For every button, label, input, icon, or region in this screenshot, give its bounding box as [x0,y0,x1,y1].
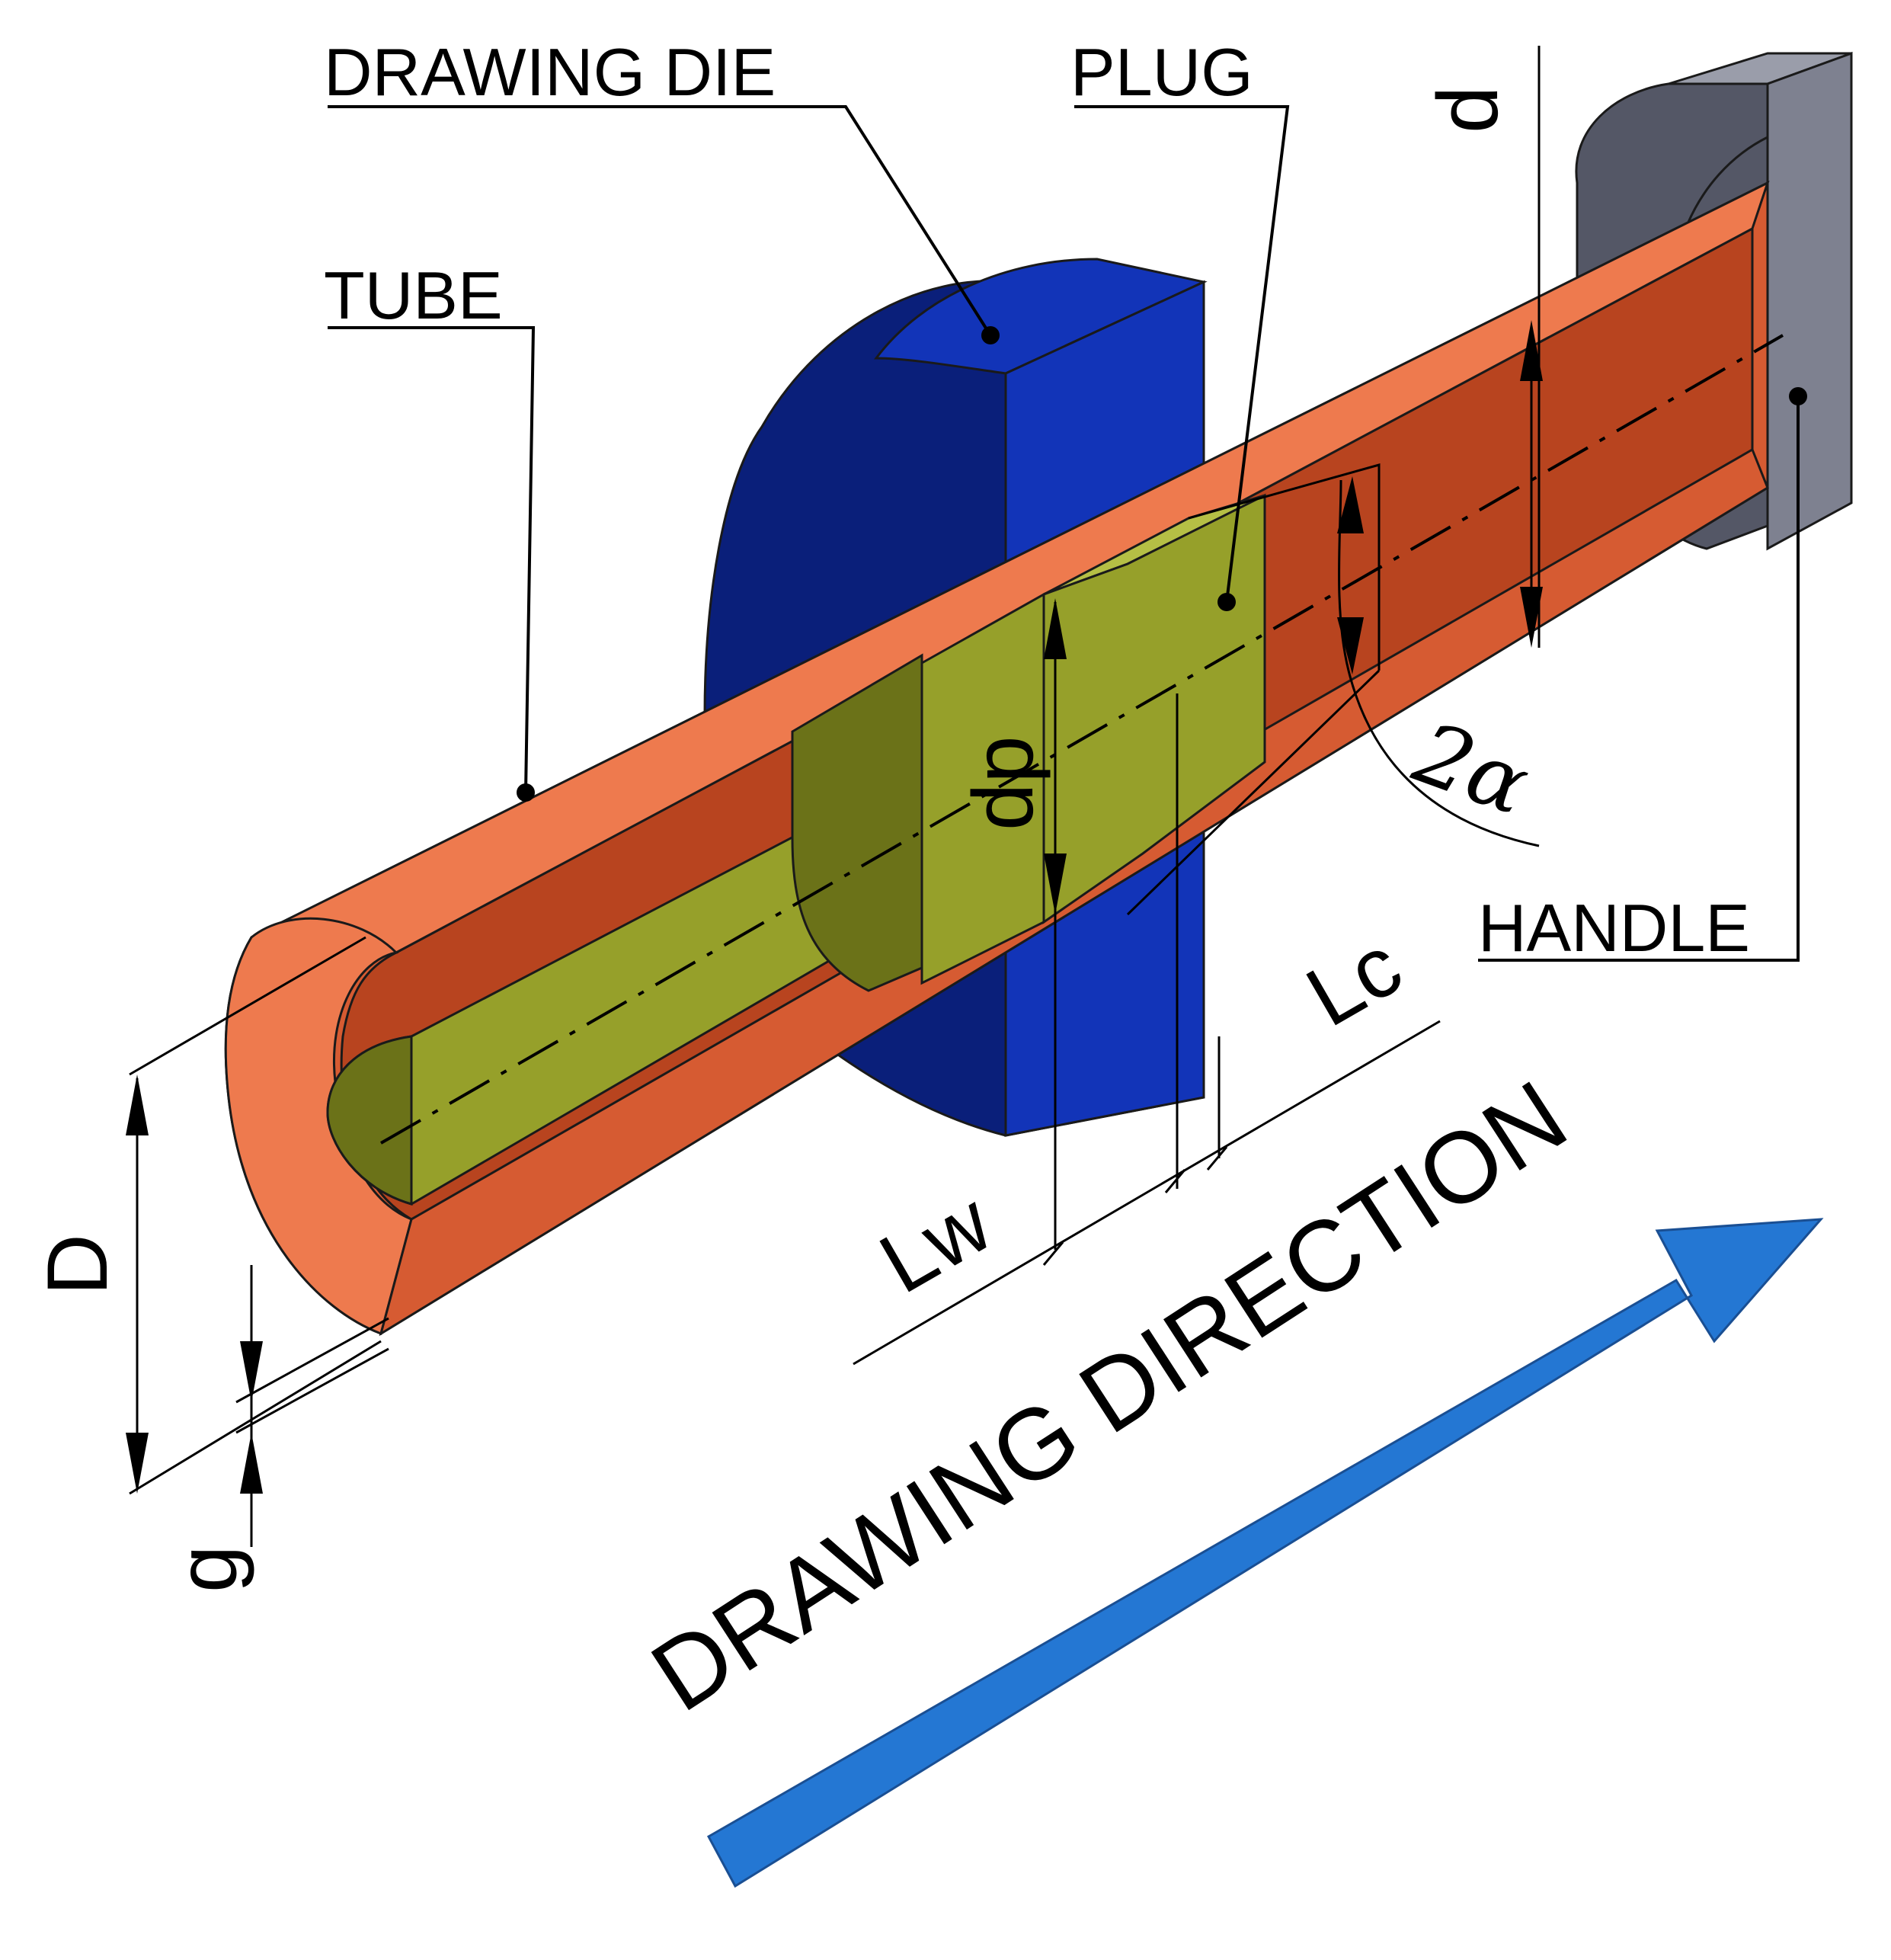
drawing-die-label: DRAWING DIE [324,34,776,110]
bigd-ext-top [129,936,366,1076]
bigd-arrow-bottom [126,1433,149,1494]
lw-label: Lw [865,1174,1007,1311]
die-top-face [873,258,1208,375]
dimension-lines [126,46,1543,1547]
tube-front-ring [224,917,413,1335]
die-leader-dot [981,326,1000,344]
two-alpha-arrow-top [1337,476,1364,533]
bigd-ext-bottom [129,1340,382,1495]
die-leader [328,105,992,337]
tube-label: TUBE [324,258,503,333]
big-d-label: D [30,1234,125,1295]
handle-leader [1478,396,1800,962]
plug-leader-dot [1217,593,1236,611]
leader-lines [328,105,1807,962]
handle-leader-dot [1789,387,1807,405]
dp-arrow-top [1044,598,1067,659]
two-alpha-label: 2α [1402,703,1541,835]
handle-front-face [1766,51,1853,551]
lw-tick-1 [1042,1241,1064,1266]
plug-head-front [1042,493,1266,924]
d-arrow-top [1520,320,1543,381]
d-label: d [1420,86,1515,133]
plug-leader [1074,105,1290,603]
lw-lc-dim-line [853,1020,1441,1366]
centre-axis [380,334,1784,1145]
plug-label: PLUG [1070,34,1253,110]
g-ext-1 [235,1317,389,1404]
bigd-arrow-top [126,1074,149,1135]
plug-part [326,493,1266,1206]
cone-line-top [1188,463,1381,671]
dp-label: dp [955,735,1051,831]
two-alpha-arrow-bottom [1337,617,1364,674]
tube-leader-dot [517,783,535,802]
d-arrow-bottom [1520,587,1543,648]
tube-leader [328,326,536,793]
lw-tick-2 [1164,1169,1186,1193]
handle-label: HANDLE [1478,890,1750,966]
dp-arrow-bottom [1044,853,1067,914]
cone-line-bottom [1126,669,1381,916]
two-alpha-arc [1338,479,1540,847]
g-arrow-bottom [240,1433,263,1494]
drawing-direction-arrow-body [706,1218,1824,1888]
lc-label: Lc [1291,917,1417,1044]
g-label: g [159,1545,254,1593]
plug-shaft-end [326,1035,413,1206]
lc-tick [1206,1146,1228,1171]
g-ext-2 [235,1347,389,1434]
plug-collar-side [791,653,923,992]
g-arrow-top [240,1341,263,1402]
